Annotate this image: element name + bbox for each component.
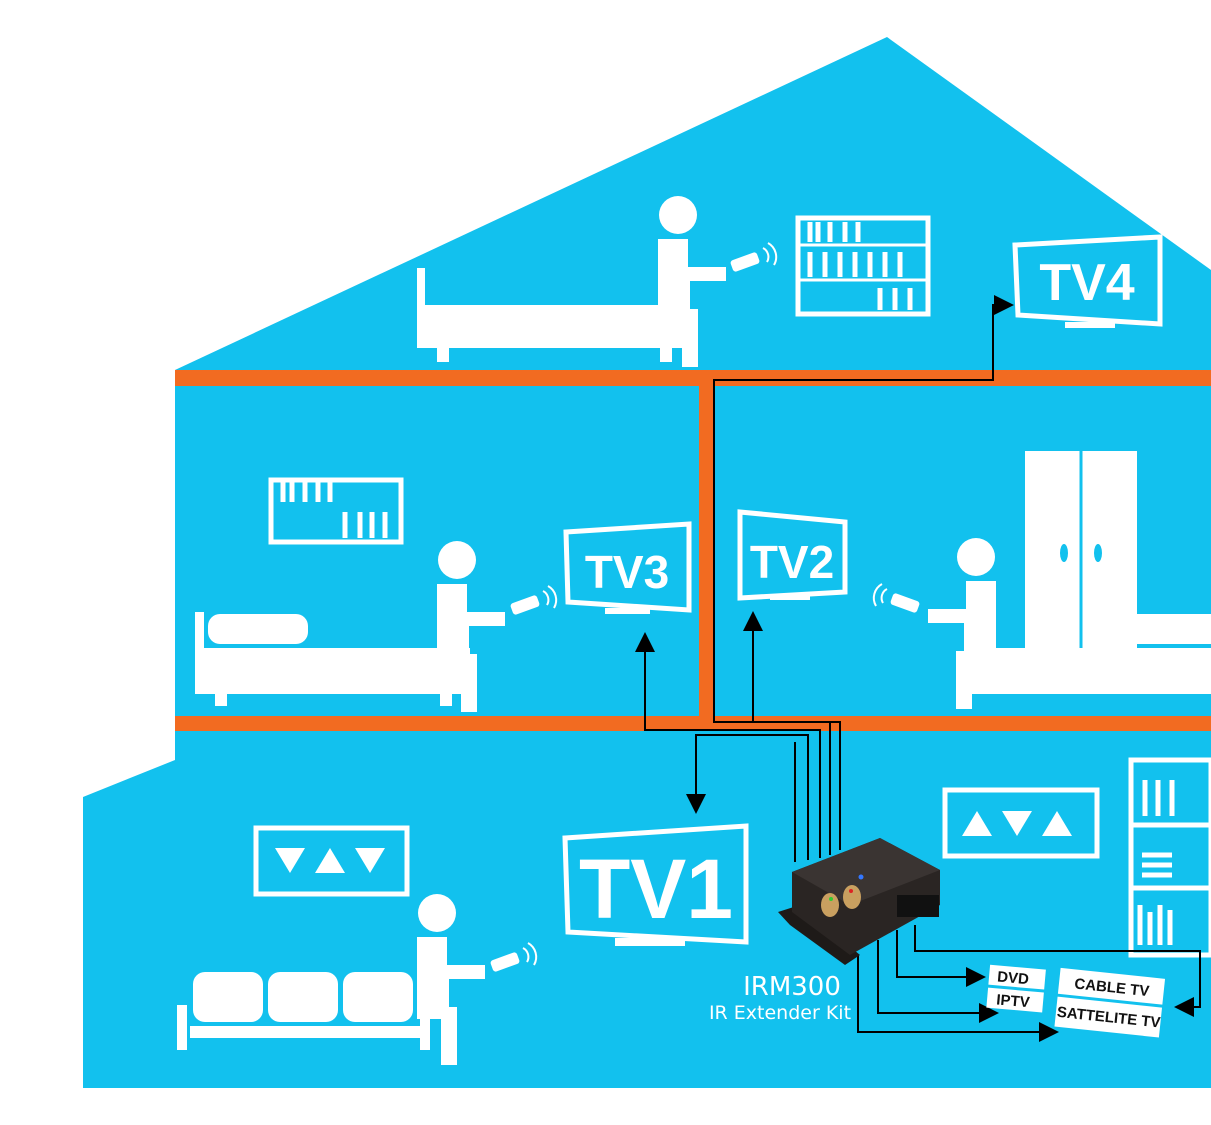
device-subtitle: IR Extender Kit	[709, 1002, 851, 1024]
top-floor-bed-icon	[417, 268, 687, 362]
tv3: TV3	[563, 521, 692, 614]
source-labels: DVD IPTV CABLE TV SATTELITE TV	[986, 964, 1166, 1038]
tv2: TV2	[737, 509, 848, 601]
floor-dividers	[175, 370, 1211, 731]
window-icon	[253, 825, 410, 897]
bed-icon	[967, 614, 1211, 694]
tv4-label: TV4	[1039, 254, 1134, 312]
wardrobe-icon	[1025, 451, 1137, 649]
dvd-label: DVD	[996, 968, 1029, 988]
irm300-device-icon	[778, 838, 940, 965]
tv3-label: TV3	[585, 546, 669, 598]
tv2-label: TV2	[750, 536, 834, 588]
device-model: IRM300	[743, 972, 841, 1002]
tv1: TV1	[562, 823, 749, 946]
bookshelf-icon	[795, 215, 931, 317]
iptv-label: IPTV	[996, 991, 1031, 1011]
bed-icon	[195, 612, 470, 706]
ir-wires	[635, 295, 1201, 1042]
bookshelf-icon	[1128, 757, 1211, 958]
tv1-label: TV1	[579, 842, 733, 936]
bookshelf-icon	[268, 477, 404, 545]
window-icon	[942, 787, 1100, 859]
tv4: TV4	[1012, 234, 1163, 328]
sofa-icon	[177, 972, 430, 1050]
